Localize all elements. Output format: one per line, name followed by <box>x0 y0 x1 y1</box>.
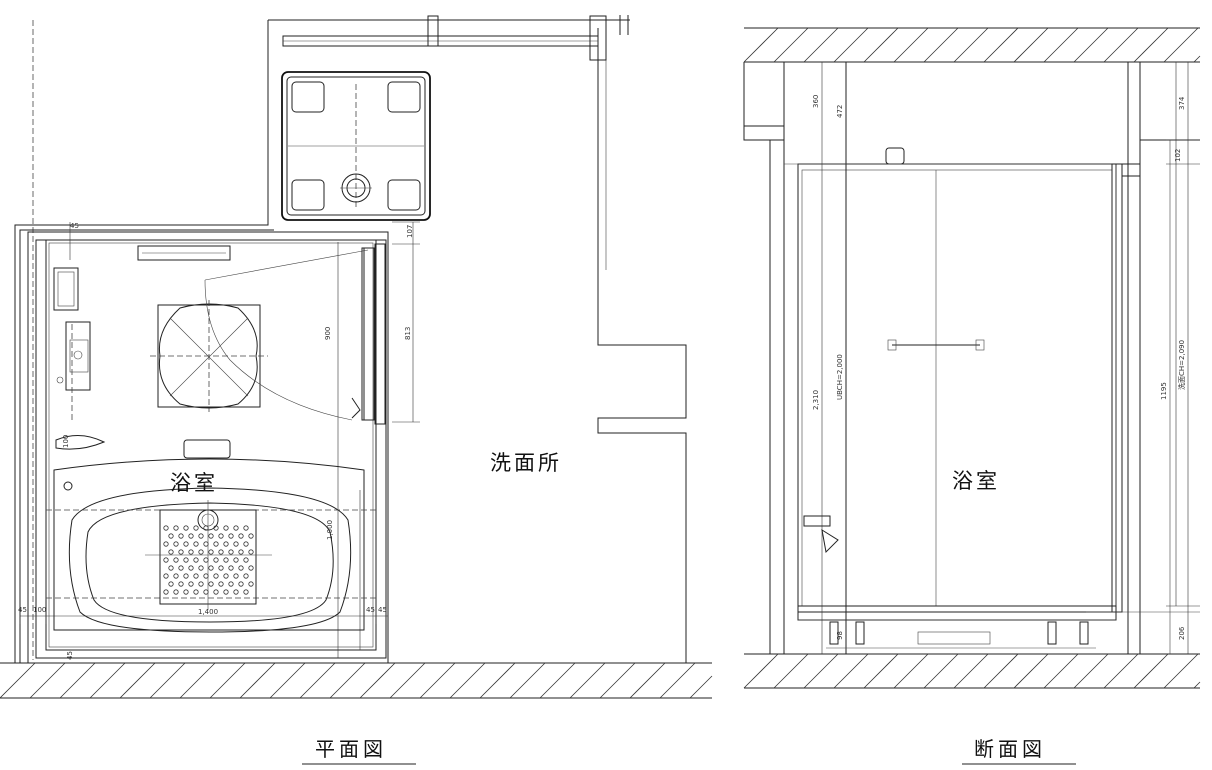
dim-45-right-b: 45 <box>378 606 387 614</box>
dim-45-bottom: 45 <box>66 651 74 660</box>
section-right-wall <box>1127 62 1171 654</box>
dim-45-left: 45 <box>18 606 27 614</box>
dim-107: 107 <box>406 225 414 238</box>
sec-dim-wash-ch: 洗面CH=2,090 <box>1177 340 1186 390</box>
section-caption: 断面図 <box>974 737 1046 761</box>
shower-fixtures <box>53 267 106 491</box>
sec-dim-374: 374 <box>1178 96 1186 110</box>
plan-wall-outline <box>14 19 687 663</box>
dim-45-top: 45 <box>70 222 79 230</box>
sec-dim-1195: 1195 <box>1160 382 1168 400</box>
dim-1000: 1,000 <box>326 520 334 540</box>
washing-machine-pan <box>281 71 431 221</box>
sec-dim-206: 206 <box>1178 626 1186 640</box>
plan-floor-hatch <box>0 662 713 699</box>
sec-dim-ubch: UBCH=2,000 <box>836 354 844 400</box>
section-view: 360 472 374 102 2,310 UBCH=2,000 1195 洗面… <box>743 27 1201 765</box>
section-left-wall <box>744 62 785 654</box>
plan-room-label-wash: 洗面所 <box>490 451 562 475</box>
plan-top-rail <box>282 15 630 61</box>
plan-dimension-lines <box>19 221 420 658</box>
plan-caption: 平面図 <box>315 737 387 761</box>
section-room-label-bath: 浴室 <box>952 469 1000 493</box>
dim-813: 813 <box>404 327 412 340</box>
door-swing <box>204 243 386 425</box>
dim-100-fixture: 100 <box>62 435 70 448</box>
ventilation-fan <box>150 300 268 412</box>
section-bath-unit <box>784 62 1200 654</box>
plan-room-label-bath: 浴室 <box>170 471 218 495</box>
sec-dim-102: 102 <box>1174 149 1182 162</box>
dim-1400: 1,400 <box>198 608 218 616</box>
section-floor-slab <box>743 653 1201 689</box>
bathroom-unit-outline <box>27 231 389 664</box>
bathtub <box>46 439 376 633</box>
dim-100-left: 100 <box>33 606 46 614</box>
towel-bar <box>137 245 231 261</box>
section-dimension-lines <box>1166 62 1200 654</box>
sec-dim-2310: 2,310 <box>812 390 820 410</box>
section-ceiling-slab <box>743 27 1201 141</box>
sec-dim-98: 98 <box>836 631 844 640</box>
sec-dim-360: 360 <box>812 95 820 108</box>
plan-view: 45 107 900 813 1,000 1,400 45 100 45 45 … <box>0 15 713 765</box>
sec-dim-472: 472 <box>836 105 844 118</box>
dim-45-right: 45 <box>366 606 375 614</box>
dim-900: 900 <box>324 327 332 340</box>
